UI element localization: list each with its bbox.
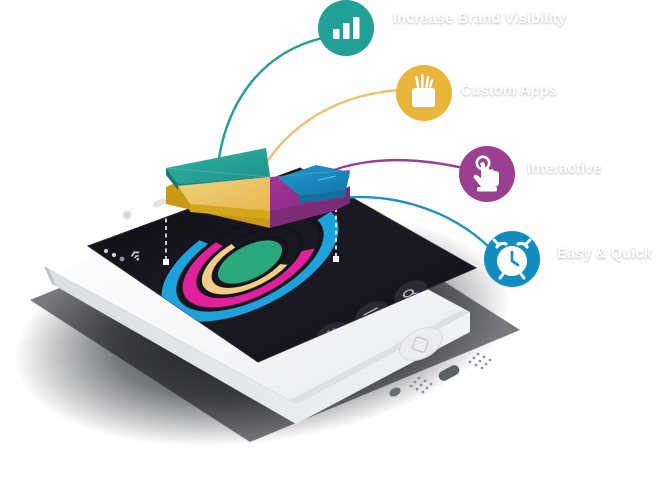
concentric-ring-chart bbox=[161, 202, 339, 322]
pie-slice-gold bbox=[178, 177, 270, 219]
3d-pie-chart bbox=[165, 148, 351, 228]
feature-label-custom-apps: Custom Apps bbox=[461, 83, 557, 99]
front-camera bbox=[122, 210, 132, 220]
wifi-icon bbox=[130, 251, 140, 261]
selection-handle[interactable] bbox=[163, 259, 169, 265]
feature-label-brand-visibility: Increase Brand Visibility bbox=[393, 11, 567, 27]
speaker-grille bbox=[409, 352, 492, 394]
feature-badge-custom-apps[interactable] bbox=[396, 65, 452, 121]
tap-hand-icon bbox=[473, 155, 499, 192]
signal-dots-icon bbox=[103, 248, 125, 262]
lightning-port bbox=[438, 365, 460, 381]
feature-label-interactive: Interactive bbox=[527, 161, 602, 177]
pencil-cup-icon bbox=[412, 74, 435, 107]
selection-handle[interactable] bbox=[333, 256, 339, 262]
feature-badge-brand-visibility[interactable] bbox=[318, 0, 374, 56]
feature-badge-easy-quick[interactable] bbox=[484, 231, 540, 287]
pie-slice-blue bbox=[278, 165, 350, 203]
alarm-clock-icon bbox=[492, 238, 532, 280]
headphone-jack bbox=[389, 387, 401, 397]
feature-badge-interactive[interactable] bbox=[459, 146, 515, 202]
bar-chart-icon bbox=[333, 17, 360, 39]
feature-label-easy-quick: Easy & Quick bbox=[557, 246, 653, 262]
status-bar bbox=[103, 248, 140, 262]
home-button[interactable] bbox=[394, 321, 448, 367]
